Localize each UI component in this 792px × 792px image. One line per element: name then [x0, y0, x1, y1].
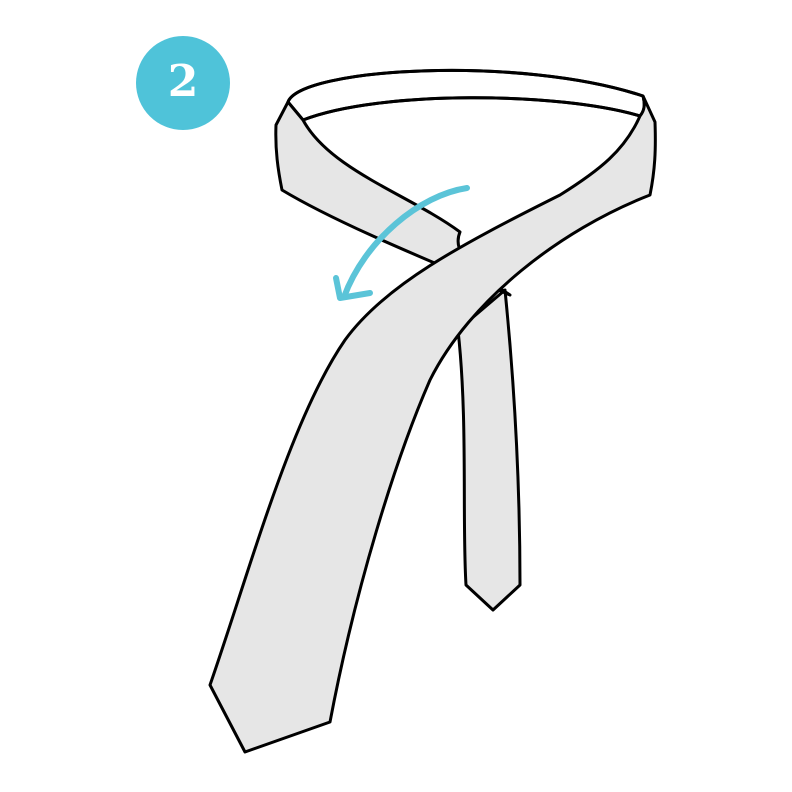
tie-narrow-end	[456, 288, 522, 612]
step-number-badge: 2	[136, 36, 230, 130]
neck-loop-left-band	[274, 100, 512, 297]
loop-top-edge	[286, 68, 644, 103]
loop-inner-edge	[302, 96, 641, 122]
curved-arrow-icon	[333, 185, 470, 301]
tie-wide-blade	[208, 94, 657, 754]
step-number: 2	[167, 56, 199, 107]
